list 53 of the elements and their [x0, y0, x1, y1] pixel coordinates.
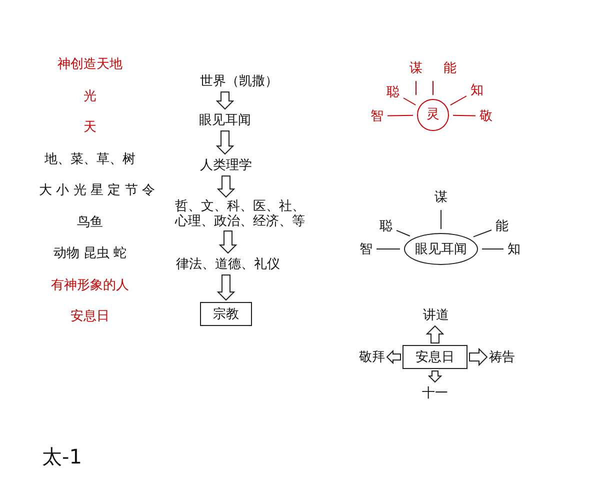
connector-line	[452, 114, 476, 116]
list-item: 安息日	[70, 308, 110, 325]
node-text: 谋	[434, 188, 448, 206]
hollow-arrow	[426, 325, 444, 344]
node-text: 能	[496, 217, 508, 235]
node-text: 祷告	[489, 348, 515, 366]
connector-line	[387, 114, 414, 116]
center-ellipse: 眼见耳闻	[404, 233, 478, 265]
connector-line	[482, 248, 504, 250]
node-text: 敬	[480, 107, 492, 125]
connector-line	[440, 210, 442, 230]
list-item: 光	[84, 88, 96, 105]
connector-line	[472, 230, 492, 238]
node-text: 智	[370, 107, 384, 125]
hollow-arrow	[216, 130, 234, 155]
connector-line	[450, 96, 467, 106]
connector-line	[403, 98, 416, 106]
node-text: 智	[360, 240, 372, 258]
process-box: 宗教	[200, 302, 252, 326]
hollow-arrow	[218, 230, 238, 254]
connector-line	[376, 248, 400, 250]
node-text: 眼见耳闻	[199, 111, 251, 129]
hollow-arrow	[469, 348, 488, 366]
list-item: 鸟鱼	[77, 214, 103, 231]
hollow-arrow	[386, 350, 401, 364]
node-text: 律法、道德、礼仪	[176, 255, 280, 273]
connector-line	[396, 230, 410, 236]
node-text: 聪	[386, 83, 400, 101]
list-item: 神创造天地	[58, 56, 122, 73]
node-text: 聪	[380, 217, 392, 235]
node-text: 谋	[410, 59, 422, 77]
hollow-arrow	[216, 92, 234, 110]
list-item: 天	[84, 119, 96, 136]
center-circle: 灵	[417, 99, 449, 131]
process-box: 安息日	[402, 345, 468, 369]
list-item: 有神形象的人	[51, 277, 129, 294]
list-item: 动物 昆虫 蛇	[53, 245, 127, 262]
node-text: 敬拜	[359, 348, 385, 366]
node-text: 能	[444, 59, 456, 77]
list-item: 大 小 光 星 定 节 令	[39, 182, 155, 199]
node-text: 人类理学	[200, 156, 252, 174]
node-text: 十一	[422, 384, 448, 402]
figure-label: 太-1	[42, 444, 82, 470]
node-text: 知	[470, 81, 484, 99]
node-text: 世界（凯撒）	[200, 72, 278, 90]
node-text: 讲道	[423, 306, 449, 324]
hollow-arrow	[428, 370, 442, 383]
node-text: 哲、文、科、医、社、心理、政治、经济、等	[175, 199, 315, 229]
list-item: 地、菜、草、树	[44, 151, 136, 168]
hollow-arrow	[216, 274, 236, 301]
node-text: 知	[508, 240, 520, 258]
connector-line	[432, 80, 434, 96]
hollow-arrow	[216, 176, 236, 198]
